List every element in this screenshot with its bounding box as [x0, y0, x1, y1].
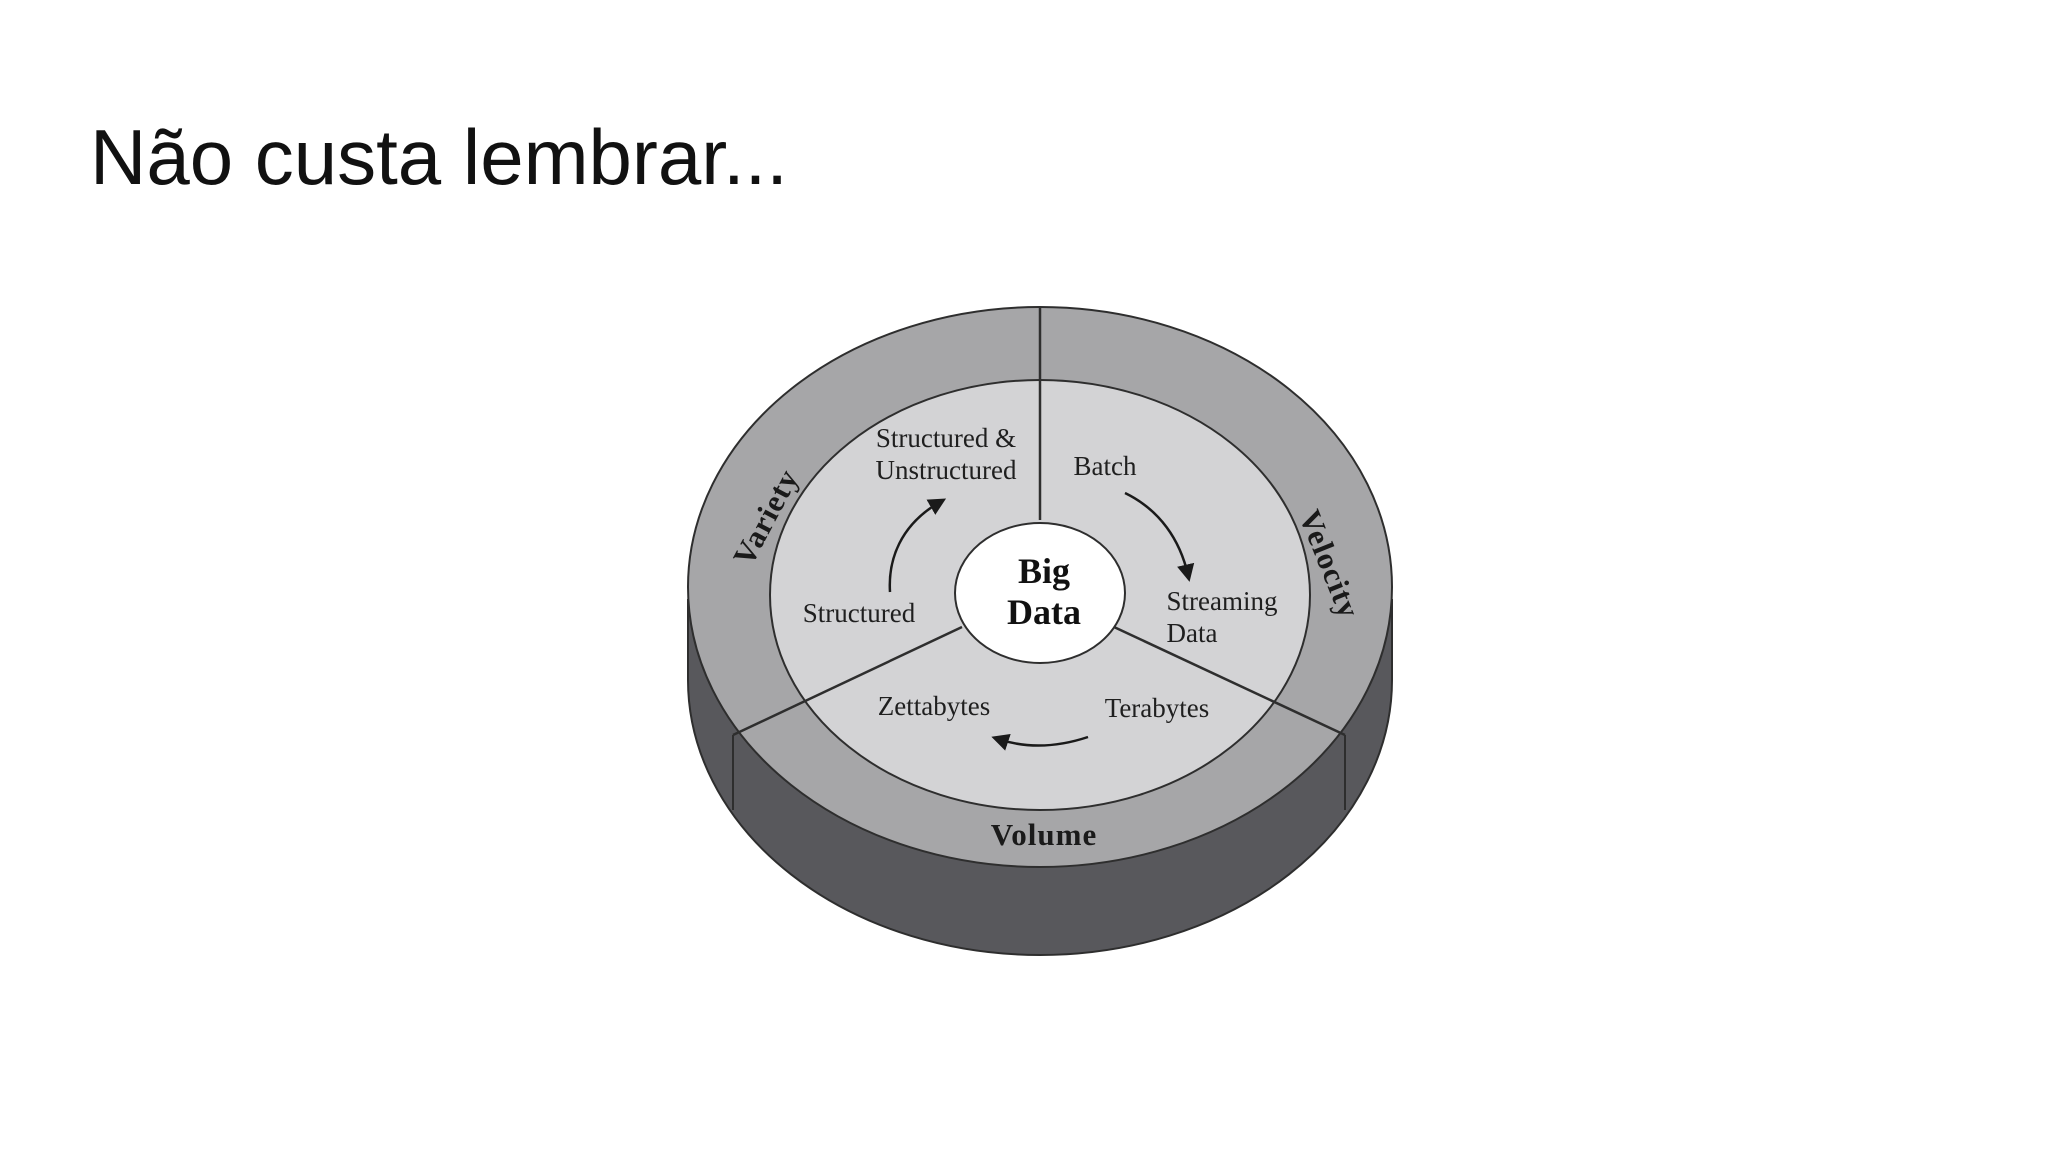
volume-arrow	[991, 734, 1089, 751]
variety-to-label-line1: Structured &	[876, 423, 1016, 453]
velocity-to-label-line1: Streaming	[1167, 586, 1278, 616]
variety-arrow	[888, 498, 947, 593]
center-circle	[954, 522, 1126, 664]
divider-left	[732, 625, 963, 737]
variety-to-label-line2: Unstructured	[876, 455, 1017, 485]
divider-right	[1113, 625, 1346, 737]
volume-to-label: Zettabytes	[878, 691, 990, 721]
velocity-arrow	[1124, 491, 1195, 582]
variety-from-label: Structured	[803, 598, 916, 628]
slide-title: Não custa lembrar...	[90, 113, 788, 201]
velocity-to-label-line2: Data	[1167, 618, 1218, 648]
volume-from-label: Terabytes	[1105, 693, 1210, 723]
velocity-from-label: Batch	[1074, 451, 1137, 481]
center-label-line2: Data	[1007, 592, 1081, 632]
center-label-line1: Big	[1018, 551, 1070, 591]
volume-ring-label: Volume	[991, 817, 1097, 852]
